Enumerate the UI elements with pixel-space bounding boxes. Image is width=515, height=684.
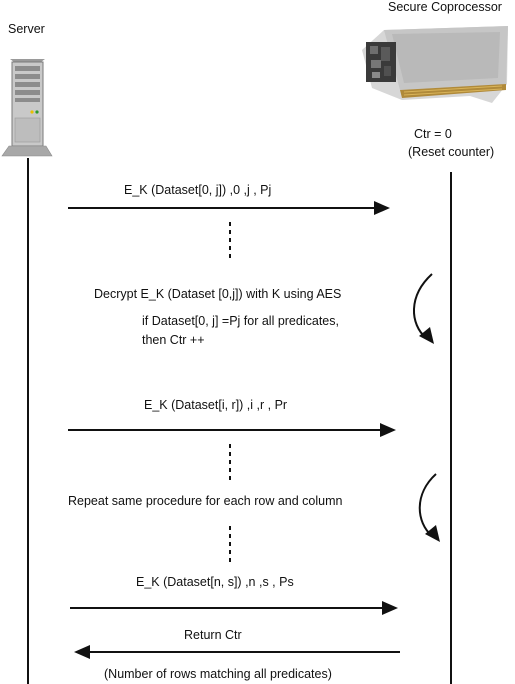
- return-label: Return Ctr: [184, 628, 242, 642]
- message-arrow: [70, 601, 398, 615]
- counter-init-text: Ctr = 0: [414, 127, 452, 141]
- server-tower-icon: [1, 59, 53, 157]
- coprocessor-label: Secure Coprocessor: [388, 0, 502, 14]
- server-label: Server: [8, 22, 45, 36]
- coprocessor-card-icon: [362, 26, 508, 103]
- counter-increment-text: then Ctr ++: [142, 333, 205, 347]
- message-arrow: [68, 201, 390, 215]
- repeat-step-text: Repeat same procedure for each row and c…: [68, 494, 343, 508]
- message-label: E_K (Dataset[0, j]) ,0 ,j , Pj: [124, 183, 272, 197]
- predicate-check-text: if Dataset[0, j] =Pj for all predicates,: [142, 314, 339, 328]
- message-arrow: [68, 423, 396, 437]
- counter-reset-note: (Reset counter): [408, 145, 495, 159]
- self-process-arrow: [413, 273, 434, 344]
- message-label: E_K (Dataset[i, r]) ,i ,r , Pr: [144, 398, 288, 412]
- self-process-arrow: [418, 473, 440, 542]
- message-label: E_K (Dataset[n, s]) ,n ,s , Ps: [136, 575, 294, 589]
- return-note-text: (Number of rows matching all predicates): [104, 667, 332, 681]
- return-arrow: [74, 645, 400, 659]
- decrypt-step-text: Decrypt E_K (Dataset [0,j]) with K using…: [94, 287, 342, 301]
